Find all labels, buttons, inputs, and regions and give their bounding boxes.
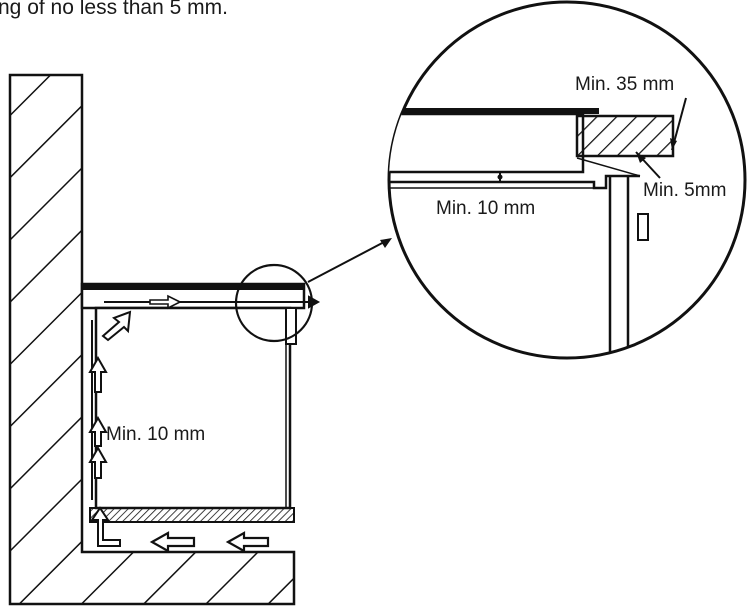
caption-text: ng of no less than 5 mm. [0, 0, 228, 19]
airflow-arrow-bottom-1 [225, 531, 270, 553]
top-clearance-label: Min. 35 mm [575, 74, 674, 95]
airflow-arrow-up-3 [88, 355, 108, 393]
detail-leader-arrow [307, 238, 392, 283]
airflow-arrow-up-2 [88, 415, 108, 447]
airflow-arrow-corner [90, 506, 121, 547]
airflow-arrow-top [149, 294, 182, 310]
airflow-arrow-diagonal [101, 310, 132, 342]
base-shelf [89, 507, 295, 523]
detail-gap-label: Min. 10 mm [436, 198, 535, 219]
side-gap-label: Min. 5mm [643, 180, 726, 201]
detail-marker-circle [234, 263, 314, 343]
airflow-arrow-bottom-2 [149, 531, 196, 553]
rear-gap-label: Min. 10 mm [106, 424, 205, 445]
detail-view [387, 0, 747, 360]
wall [8, 73, 296, 606]
airflow-arrow-up-1 [88, 445, 108, 479]
